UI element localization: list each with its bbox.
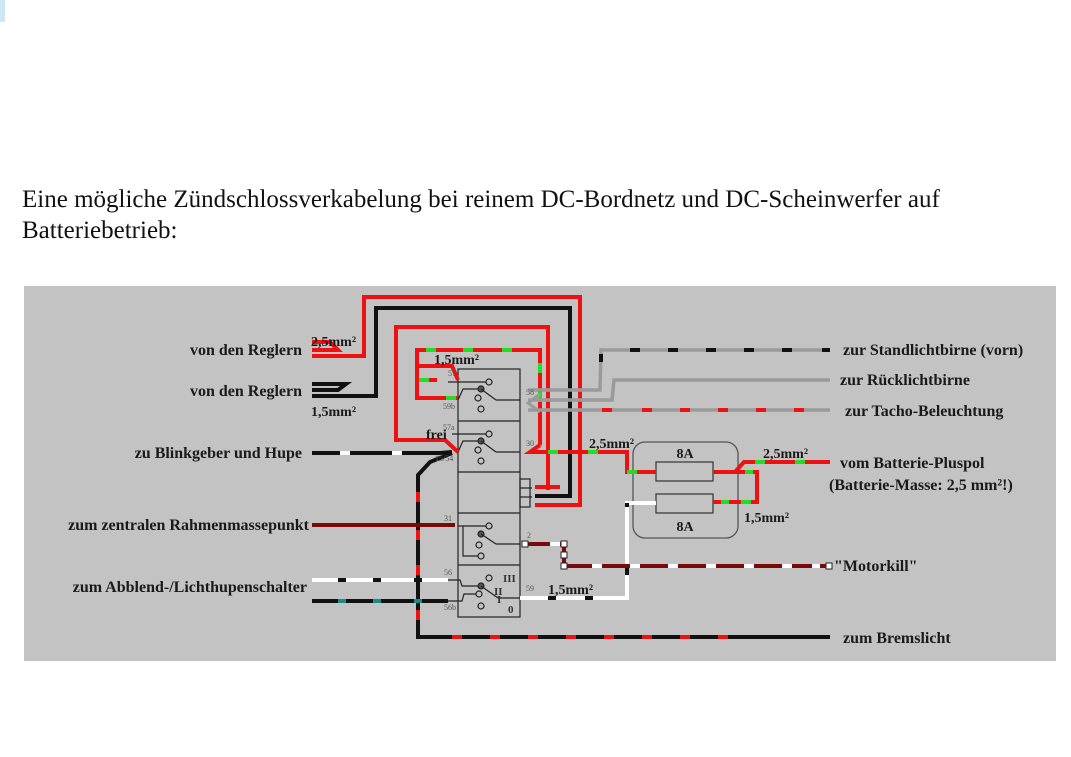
wire-blinkgeber [312,450,453,455]
label-batterie-masse: (Batterie-Masse: 2,5 mm²!) [829,477,1013,494]
wire-black-regler [312,306,572,498]
switch-position-1: I [497,594,501,606]
intro-text: Eine mögliche Zündschlossverkabelung bei… [22,186,940,244]
fuse-bottom [655,493,714,514]
terminal-59b: 59b [443,402,455,411]
wire-bremslicht [416,451,830,639]
gauge-to-fuse: 2,5mm² [589,437,634,452]
wire-grey-ruecklicht [528,378,830,402]
switch-contacts-4 [448,574,520,610]
wire-battery-plus [713,460,830,504]
fuse-box [632,441,739,539]
window-corner-marker [0,0,5,22]
switch-position-3: III [503,573,516,585]
connector-terminals [521,540,833,570]
wire-motorkill [525,542,826,568]
gauge-loop-top: 1,5mm² [434,353,479,368]
terminal-56: 56 [444,568,452,577]
wire-grey-standlicht [528,348,830,392]
terminal-58: 58 [526,388,534,397]
fuse-bottom-rating: 8A [676,520,694,535]
gauge-fuse-bridge: 1,5mm² [744,511,789,526]
wire-red-inner [394,325,550,490]
wire-grey-standlicht-stripes [599,348,830,362]
label-ruecklicht: zur Rücklichtbirne [840,372,970,389]
label-standlicht: zur Standlichtbirne (vorn) [843,342,1023,359]
gauge-terminal-59: 1,5mm² [548,583,593,598]
label-abblendschalter: zum Abblend-/Lichthupenschalter [73,579,307,596]
label-blinkgeber: zu Blinkgeber und Hupe [135,445,302,462]
ignition-switch [457,368,532,618]
wire-red-regler [312,295,582,507]
wire-30-stripes [548,450,637,474]
wire-battery-stripes [721,460,805,504]
wire-white-stripes [548,503,629,600]
terminal-31: 31 [444,514,452,523]
wire-white-fuse-59 [520,501,656,600]
label-bremslicht: zum Bremslicht [843,630,951,647]
gauge-regler-black: 1,5mm² [311,405,356,420]
terminal-57: 57 [448,369,456,378]
wiring-diagram: von den Reglern von den Reglern zu Blink… [68,295,1023,647]
terminal-30: 30 [526,439,534,448]
terminal-frei: frei [426,428,447,443]
terminal-56b: 56b [444,603,456,612]
gauge-regler-red: 2,5mm² [311,335,356,350]
label-batterie-plus: vom Batterie-Pluspol [840,455,985,472]
fuse-top-rating: 8A [676,447,694,462]
terminal-2: 2 [527,531,531,540]
fuse-top [655,461,714,482]
label-tacho: zur Tacho-Beleuchtung [845,403,1003,420]
label-regler-2: von den Reglern [190,383,302,400]
switch-contacts-3 [458,522,520,560]
label-rahmenmasse: zum zentralen Rahmenmassepunkt [68,517,310,534]
wire-red-green-loop-stripes [419,348,542,402]
terminal-59: 59 [526,584,534,593]
wire-grey-arrow [525,392,541,414]
switch-contacts-1 [448,378,520,413]
label-motorkill: "Motorkill" [834,558,918,575]
terminal-15: 15/54 [435,454,453,463]
wire-motorkill-stripes [550,542,820,568]
switch-position-2: II [494,586,503,598]
label-regler-1: von den Reglern [190,342,302,359]
gauge-battery: 2,5mm² [763,447,808,462]
switch-position-0: 0 [508,604,514,616]
terminal-57a: 57a [443,423,455,432]
switch-contacts-2 [452,430,520,465]
wire-bremslicht-stripes [416,492,728,639]
wiring-diagram-panel: von den Reglern von den Reglern zu Blink… [24,286,1056,661]
